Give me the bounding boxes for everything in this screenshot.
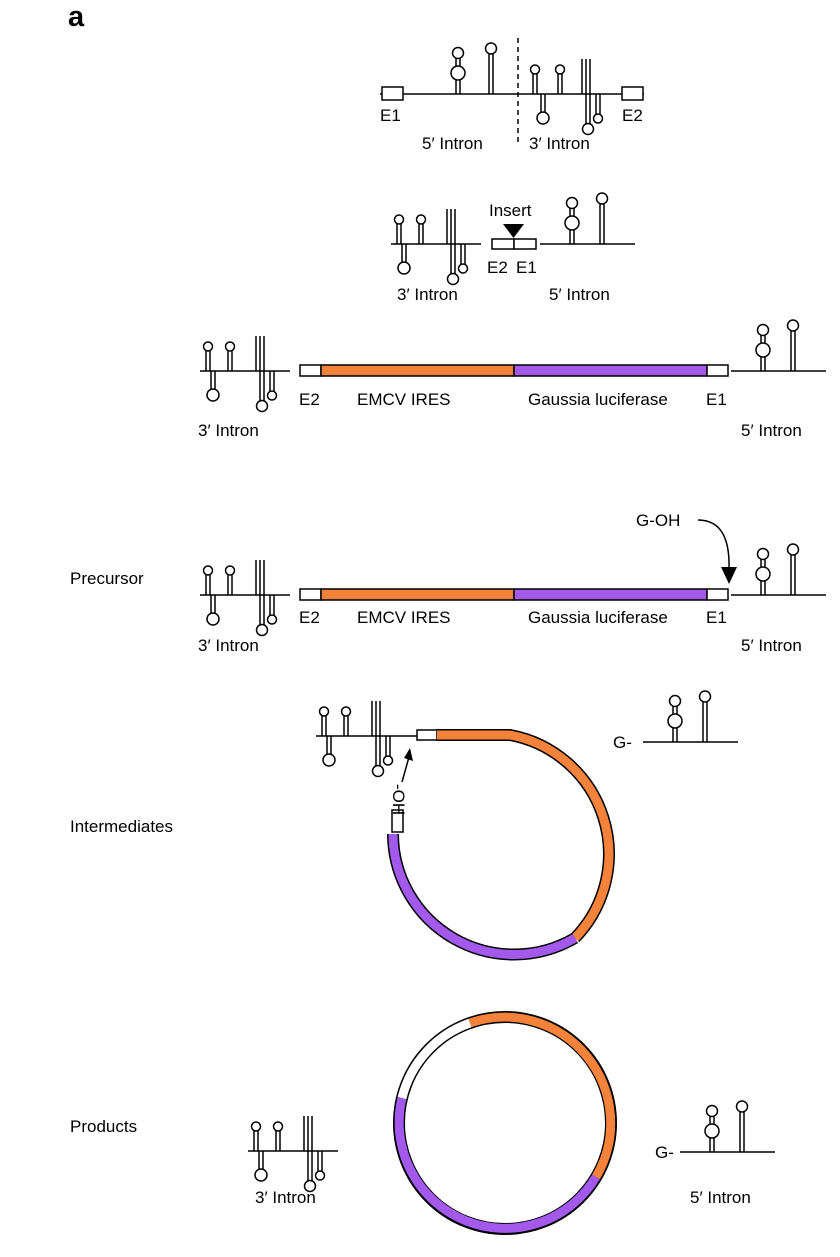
intron-5-label: 5′ Intron <box>741 421 802 440</box>
intron-3-label: 3′ Intron <box>255 1188 316 1207</box>
exon-e1-label: E1 <box>380 106 401 125</box>
intron-3-label: 3′ Intron <box>529 134 590 153</box>
intron-3-label: 3′ Intron <box>397 285 458 304</box>
exon-e1-box <box>391 809 404 833</box>
emcv-ires-arc <box>437 730 614 942</box>
arrow-head-icon <box>404 748 413 761</box>
intron-3-label: 3′ Intron <box>198 636 259 655</box>
gaussia-luciferase-bar <box>513 364 708 377</box>
insert-label: Insert <box>489 201 532 220</box>
exon-e1-box <box>706 364 729 377</box>
exon-e2-box <box>299 588 322 601</box>
arrow-head-icon <box>721 567 737 584</box>
intron-5-label: 5′ Intron <box>549 285 610 304</box>
emcv-ires-bar <box>320 364 515 377</box>
g-label: G- <box>613 733 632 752</box>
products-row: Products 3′ Intron G- 5′ Intron <box>70 1011 775 1235</box>
emcv-ires-bar <box>320 588 515 601</box>
exon-e2-box <box>491 238 515 250</box>
construct-row: E2 EMCV IRES Gaussia luciferase E1 3′ In… <box>198 320 826 440</box>
exon-e1-box <box>513 238 537 250</box>
exon-arc <box>397 1018 472 1100</box>
g-oh-label: G-OH <box>636 511 680 530</box>
exon-e1-box <box>381 86 404 101</box>
exon-e2-label: E2 <box>299 390 320 409</box>
gaussia-luciferase-arc <box>388 833 578 959</box>
emcv-ires-arc <box>468 1012 616 1180</box>
gaussia-luciferase-bar <box>513 588 708 601</box>
gluc-label: Gaussia luciferase <box>528 608 668 627</box>
oh-label: -OH <box>389 784 408 815</box>
exon-e1-label: E1 <box>706 390 727 409</box>
ires-label: EMCV IRES <box>357 608 451 627</box>
intron-5-label: 5′ Intron <box>422 134 483 153</box>
intron-3-label: 3′ Intron <box>198 421 259 440</box>
gluc-label: Gaussia luciferase <box>528 390 668 409</box>
oh-arrow-line <box>401 756 410 783</box>
g-label: G- <box>655 1143 674 1162</box>
permuted-intron-exon: Insert E2 E1 3′ Intron 5′ Intron <box>391 193 635 304</box>
intron-5-label: 5′ Intron <box>690 1188 751 1207</box>
g-oh-arrow-curve <box>697 519 730 571</box>
intermediates-label: Intermediates <box>70 817 173 836</box>
ring-outline-gluc <box>387 833 579 961</box>
panel-label: a <box>68 1 85 33</box>
exon-e2-box <box>299 364 322 377</box>
exon-e1-label: E1 <box>516 258 537 277</box>
ires-label: EMCV IRES <box>357 390 451 409</box>
products-label: Products <box>70 1117 137 1136</box>
native-intron-exon: E1 E2 5′ Intron 3′ Intron <box>380 38 644 153</box>
exon-e2-label: E2 <box>622 106 643 125</box>
exon-e2-box <box>416 729 438 741</box>
gaussia-luciferase-arc <box>394 1096 600 1233</box>
insert-arrow-icon <box>503 224 524 238</box>
exon-e1-box <box>706 588 729 601</box>
precursor-label: Precursor <box>70 569 144 588</box>
intron-5-label: 5′ Intron <box>741 636 802 655</box>
ring-outline-ires <box>437 729 615 943</box>
exon-e2-box <box>621 86 644 101</box>
precursor-row: Precursor G-OH E2 EMCV IRES Gaussia luci… <box>70 511 826 655</box>
intermediates-row: Intermediates -OH G- <box>70 691 738 961</box>
exon-e2-label: E2 <box>487 258 508 277</box>
exon-e2-label: E2 <box>299 608 320 627</box>
circular-rna <box>393 1011 617 1235</box>
exon-e1-label: E1 <box>706 608 727 627</box>
